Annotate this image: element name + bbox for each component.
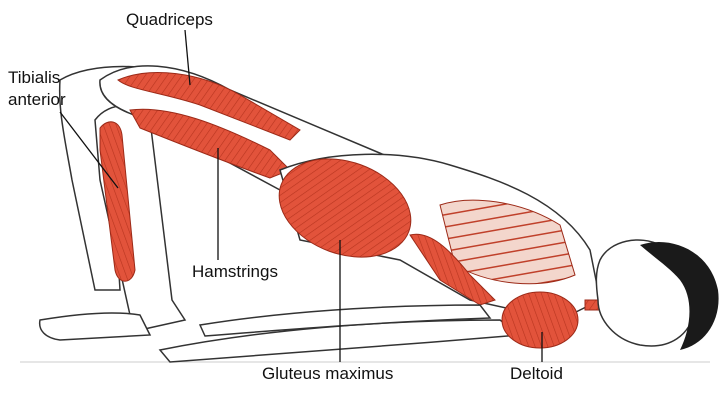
deltoid-muscle xyxy=(502,292,578,348)
label-gluteus-maximus: Gluteus maximus xyxy=(262,364,393,384)
label-hamstrings: Hamstrings xyxy=(192,262,278,282)
label-deltoid: Deltoid xyxy=(510,364,563,384)
label-tibialis-line2: anterior xyxy=(8,90,66,110)
label-tibialis-line1: Tibialis xyxy=(8,68,60,88)
label-quadriceps: Quadriceps xyxy=(126,10,213,30)
foot-outline xyxy=(40,313,150,340)
